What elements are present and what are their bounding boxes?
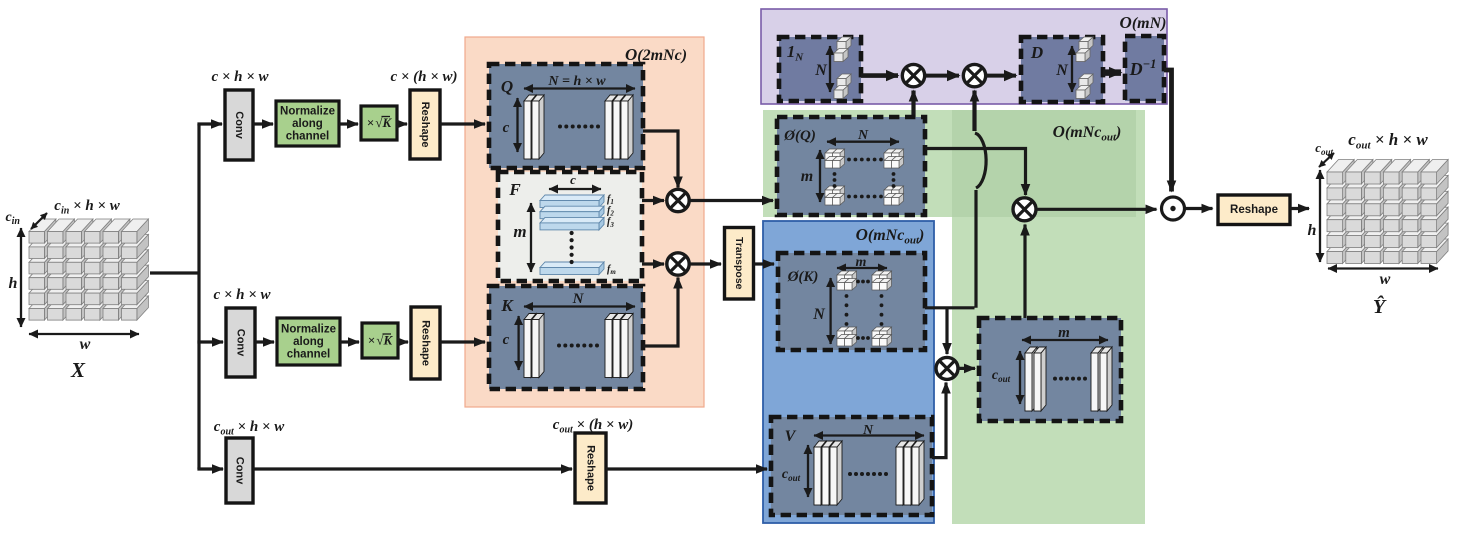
svg-text:O(2mNc): O(2mNc) bbox=[625, 45, 687, 64]
svg-text:Conv: Conv bbox=[233, 111, 245, 139]
svg-text:Reshape: Reshape bbox=[420, 320, 432, 366]
svg-text:c: c bbox=[503, 120, 510, 136]
svg-text:Transpose: Transpose bbox=[733, 237, 745, 290]
svg-text:m: m bbox=[801, 168, 813, 185]
svg-text:fm: fm bbox=[607, 264, 616, 276]
svg-text:Ŷ: Ŷ bbox=[1373, 294, 1387, 318]
svg-text:D: D bbox=[1030, 43, 1043, 62]
svg-text:w: w bbox=[80, 336, 91, 353]
svg-text:h: h bbox=[1308, 222, 1317, 239]
svg-text:m: m bbox=[856, 255, 867, 270]
svg-text:Ø(K): Ø(K) bbox=[787, 269, 819, 285]
svg-text:m: m bbox=[513, 222, 526, 241]
svg-text:f2: f2 bbox=[607, 205, 614, 217]
svg-text:Conv: Conv bbox=[234, 457, 246, 485]
svg-text:Reshape: Reshape bbox=[419, 102, 431, 148]
svg-text:K: K bbox=[500, 296, 514, 315]
svg-text:f3: f3 bbox=[607, 217, 614, 229]
svg-text:V: V bbox=[785, 428, 797, 445]
svg-text:Reshape: Reshape bbox=[585, 445, 597, 491]
svg-text:Ø(Q): Ø(Q) bbox=[783, 128, 816, 144]
svg-text:N: N bbox=[814, 62, 828, 79]
svg-text:cout × (h × w): cout × (h × w) bbox=[553, 417, 633, 435]
svg-text:cin × h × w: cin × h × w bbox=[54, 198, 120, 216]
svg-text:O(mN): O(mN) bbox=[1120, 13, 1167, 32]
svg-text:c: c bbox=[570, 172, 576, 187]
svg-text:h: h bbox=[9, 275, 18, 292]
svg-text:m: m bbox=[1058, 325, 1070, 341]
svg-text:c × (h × w): c × (h × w) bbox=[390, 69, 457, 85]
svg-text:f1: f1 bbox=[607, 194, 614, 206]
svg-text:× √K: × √K bbox=[368, 333, 394, 348]
svg-text:× √K: × √K bbox=[367, 115, 393, 130]
svg-text:Reshape: Reshape bbox=[1230, 204, 1278, 216]
svg-text:c × h × w: c × h × w bbox=[211, 69, 269, 85]
svg-text:X: X bbox=[70, 358, 86, 382]
svg-text:N: N bbox=[812, 306, 826, 323]
svg-text:c × h × w: c × h × w bbox=[213, 287, 271, 303]
svg-text:F: F bbox=[508, 180, 521, 199]
svg-text:w: w bbox=[1380, 271, 1391, 288]
svg-text:c: c bbox=[503, 332, 510, 348]
svg-text:N: N bbox=[1055, 62, 1069, 79]
svg-text:N = h × w: N = h × w bbox=[547, 74, 606, 89]
svg-text:N: N bbox=[572, 291, 585, 307]
svg-text:Conv: Conv bbox=[235, 329, 247, 357]
svg-text:Q: Q bbox=[501, 77, 513, 96]
